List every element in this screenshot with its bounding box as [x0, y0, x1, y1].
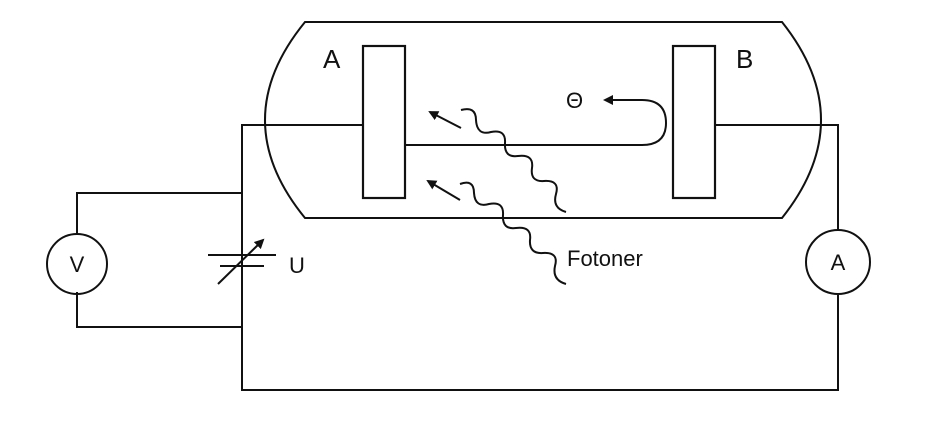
- circuit-wires: [76, 124, 839, 391]
- electron-path: [405, 95, 668, 146]
- voltmeter: V: [46, 233, 108, 295]
- electrode-a: [361, 44, 407, 200]
- photons-label: Fotoner: [567, 246, 643, 271]
- ammeter: A: [805, 229, 871, 295]
- photon-lower: [426, 179, 567, 285]
- photon-upper: [428, 108, 567, 213]
- voltmeter-label: V: [70, 252, 85, 277]
- ammeter-label: A: [831, 250, 846, 275]
- electrode-b-label: B: [736, 44, 753, 74]
- voltage-source-label: U: [289, 253, 305, 278]
- electrode-a-label: A: [323, 44, 341, 74]
- vacuum-tube: [264, 21, 822, 219]
- electrode-b: [671, 44, 717, 200]
- variable-voltage-source: [208, 238, 276, 285]
- electron-symbol: Θ: [566, 88, 583, 113]
